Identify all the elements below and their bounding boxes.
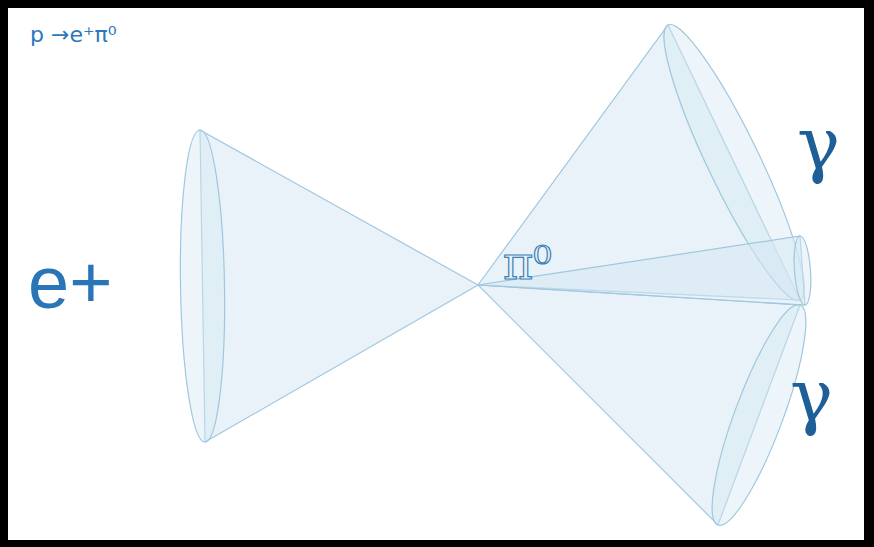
pion-cone-base — [792, 235, 813, 305]
ground — [8, 8, 864, 540]
positron-cone-base — [178, 130, 227, 443]
positron-cone — [200, 130, 478, 442]
particle-label: γ — [790, 360, 833, 432]
cones — [178, 14, 823, 534]
particle-label: π⁰ — [503, 240, 552, 286]
pion-cone — [478, 236, 805, 305]
particle-label: e+ — [28, 246, 112, 320]
reaction-title: p →e⁺π⁰ — [30, 24, 117, 46]
particle-label: γ — [797, 108, 840, 180]
